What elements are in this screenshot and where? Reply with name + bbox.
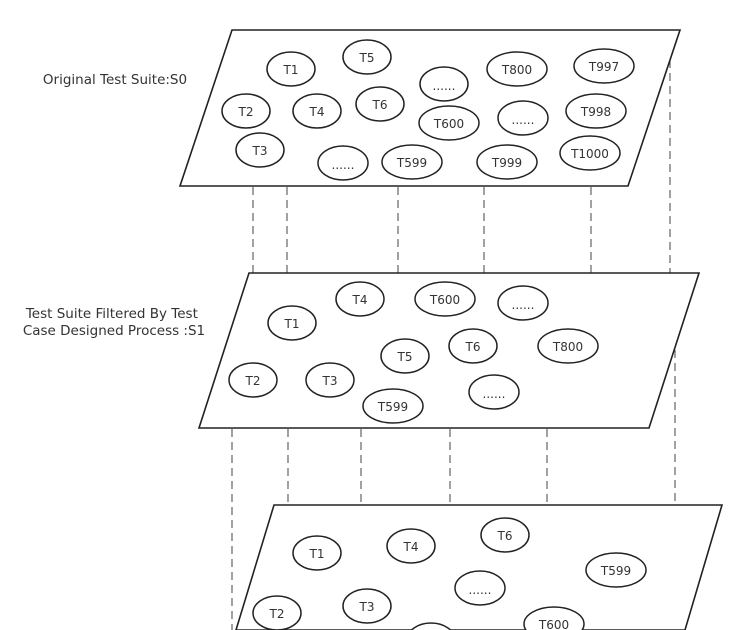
layer-s1-label-line: Case Designed Process :S1 xyxy=(23,323,205,339)
node-label: T999 xyxy=(491,156,522,170)
node-label: T1 xyxy=(284,317,300,331)
layer-s0-label-line: Original Test Suite:S0 xyxy=(43,72,187,88)
node: T6 xyxy=(448,328,498,364)
node-label: T3 xyxy=(359,600,375,614)
node: T1 xyxy=(267,305,317,341)
node: T999 xyxy=(476,144,538,180)
node-label: T599 xyxy=(600,564,631,578)
node: T600 xyxy=(414,281,476,317)
node: T599 xyxy=(381,144,443,180)
node-label: T4 xyxy=(352,293,368,307)
layer-s1: Test Suite Filtered By Test Case Designe… xyxy=(23,272,701,429)
node: T4 xyxy=(386,528,436,564)
node-label: T5 xyxy=(359,51,375,65)
node-label: T6 xyxy=(372,98,388,112)
node: ...... xyxy=(419,66,469,102)
node-label: T600 xyxy=(429,293,460,307)
node-label: T800 xyxy=(552,340,583,354)
node: T3 xyxy=(305,362,355,398)
layer-s0-label: Original Test Suite:S0 xyxy=(43,72,187,88)
node-label: ...... xyxy=(433,79,456,93)
node-label: ...... xyxy=(332,158,355,172)
node-label: T600 xyxy=(538,618,569,630)
node: T600 xyxy=(523,606,585,630)
node: T2 xyxy=(228,362,278,398)
node: T800 xyxy=(537,328,599,364)
node-label: T997 xyxy=(588,60,619,74)
node: ...... xyxy=(497,100,549,136)
node-label: T4 xyxy=(403,540,419,554)
node: T1 xyxy=(292,535,342,571)
node: T3 xyxy=(235,132,285,168)
node-label: T2 xyxy=(245,374,261,388)
node-label: T2 xyxy=(238,105,254,119)
node: T1 xyxy=(266,51,316,87)
node-label: T998 xyxy=(580,105,611,119)
node: T2 xyxy=(221,93,271,129)
partial-node xyxy=(410,622,452,630)
node-label: T1 xyxy=(283,63,299,77)
node: ...... xyxy=(454,570,506,606)
node-label: T6 xyxy=(465,340,481,354)
node-label: T1 xyxy=(309,547,325,561)
node-label: T1000 xyxy=(570,147,609,161)
node: T6 xyxy=(480,517,530,553)
layer-s1-label: Test Suite Filtered By Test Case Designe… xyxy=(23,306,205,339)
node: T800 xyxy=(486,51,548,87)
node: T5 xyxy=(342,39,392,75)
node-label: T800 xyxy=(501,63,532,77)
node: T1000 xyxy=(559,135,621,171)
node-label: T3 xyxy=(322,374,338,388)
node-label: T5 xyxy=(397,350,413,364)
node: T600 xyxy=(418,105,480,141)
node: T3 xyxy=(342,588,392,624)
layer-s1-label-line: Test Suite Filtered By Test xyxy=(25,306,198,322)
node: T2 xyxy=(252,595,302,630)
node-label: T4 xyxy=(309,105,325,119)
node-label: ...... xyxy=(512,298,535,312)
node-label: T6 xyxy=(497,529,513,543)
node: T4 xyxy=(292,93,342,129)
node: ...... xyxy=(468,374,520,410)
node: T5 xyxy=(380,338,430,374)
node: T4 xyxy=(335,281,385,317)
node-label: ...... xyxy=(483,387,506,401)
node: T599 xyxy=(362,388,424,424)
node-label: T600 xyxy=(433,117,464,131)
node: ...... xyxy=(497,285,549,321)
node: ...... xyxy=(317,145,369,181)
node: T997 xyxy=(573,48,635,84)
node: T998 xyxy=(565,93,627,129)
layer-s0: Original Test Suite:S0 T1 T5 T2 T4 T6 T3… xyxy=(43,29,682,187)
layer-s2: T6 T1 T4 T599 ...... T3 T2 T600 xyxy=(235,504,724,630)
node-label: T3 xyxy=(252,144,268,158)
node: T6 xyxy=(355,86,405,122)
node-label: ...... xyxy=(512,113,535,127)
node: T599 xyxy=(585,552,647,588)
node-label: T2 xyxy=(269,607,285,621)
node-label: T599 xyxy=(396,156,427,170)
node-label: T599 xyxy=(377,400,408,414)
node-label: ...... xyxy=(469,583,492,597)
